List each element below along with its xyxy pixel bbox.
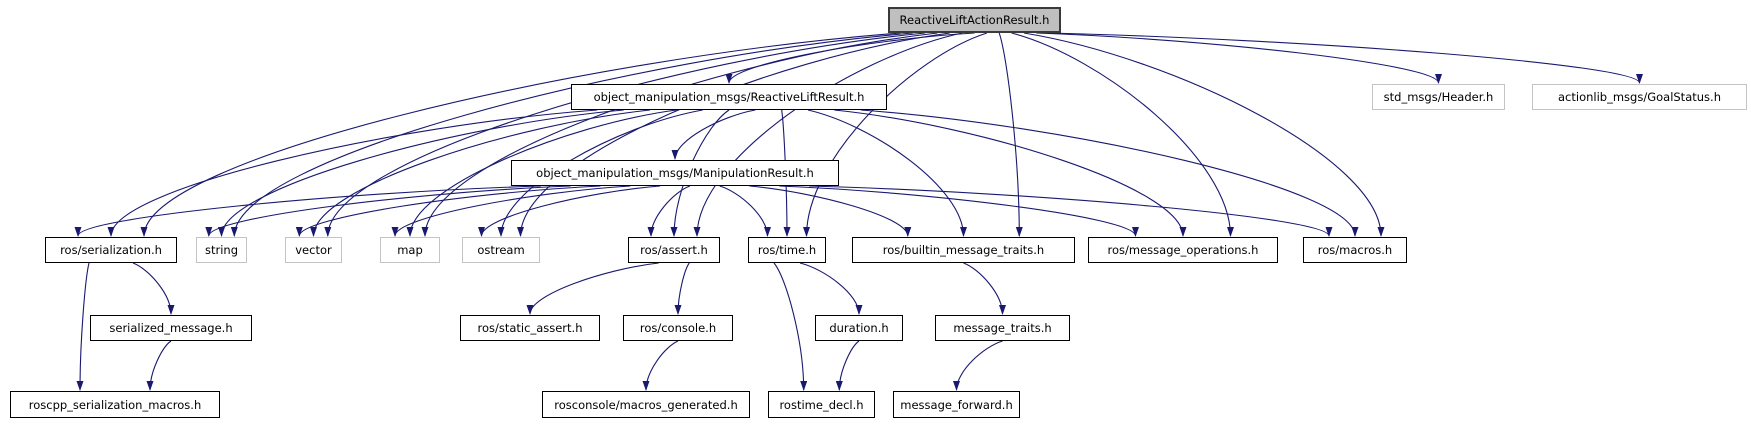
graph-node-map: map <box>380 237 440 263</box>
graph-node-ros-static-assert-h[interactable]: ros/static_assert.h <box>460 315 600 341</box>
include-edge-reactiveliftactionresult-h-to-ros-macros-h <box>1023 32 1385 237</box>
include-edge-object-manipulation-msgs-manipulationresult-h-to-ros-time-h <box>719 185 771 237</box>
graph-node-rostime-decl-h[interactable]: rostime_decl.h <box>768 391 875 418</box>
graph-node-ros-builtin-message-traits-h[interactable]: ros/builtin_message_traits.h <box>852 237 1075 263</box>
graph-node-actionlib-msgs-goalstatus-h: actionlib_msgs/GoalStatus.h <box>1532 84 1747 110</box>
include-edge-ros-serialization-h-to-roscpp-serialization-macros-h <box>76 262 90 391</box>
graph-node-ostream: ostream <box>462 237 540 263</box>
include-edge-message-traits-h-to-message-forward-h <box>953 340 1003 391</box>
graph-node-ros-message-operations-h[interactable]: ros/message_operations.h <box>1088 237 1278 263</box>
include-edge-ros-console-h-to-rosconsole-macros-generated-h <box>642 340 679 391</box>
include-edge-object-manipulation-msgs-reactiveliftresult-h-to-ros-serialization-h <box>107 109 598 237</box>
include-edge-ros-serialization-h-to-serialized-message-h <box>132 262 175 315</box>
graph-node-roscpp-serialization-macros-h[interactable]: roscpp_serialization_macros.h <box>10 391 220 418</box>
include-edge-object-manipulation-msgs-manipulationresult-h-to-ostream <box>478 185 661 237</box>
include-edge-ros-time-h-to-rostime-decl-h <box>773 262 808 391</box>
include-edge-object-manipulation-msgs-manipulationresult-h-to-vector <box>295 185 601 237</box>
include-edge-object-manipulation-msgs-reactiveliftresult-h-to-ros-macros-h <box>860 109 1359 237</box>
include-edge-object-manipulation-msgs-reactiveliftresult-h-to-ros-message-operations-h <box>834 109 1187 237</box>
graph-node-ros-macros-h[interactable]: ros/macros.h <box>1303 237 1407 263</box>
graph-node-string: string <box>196 237 247 263</box>
include-edge-object-manipulation-msgs-manipulationresult-h-to-ros-message-operations-h <box>779 185 1139 237</box>
include-edge-ros-builtin-message-traits-h-to-message-traits-h <box>963 262 1006 315</box>
include-edge-serialized-message-h-to-roscpp-serialization-macros-h <box>146 340 172 391</box>
include-edge-object-manipulation-msgs-manipulationresult-h-to-string <box>205 185 571 237</box>
include-edge-reactiveliftactionresult-h-to-ros-time-h <box>803 32 988 237</box>
include-edge-reactiveliftactionresult-h-to-vector <box>324 32 926 237</box>
include-edge-reactiveliftactionresult-h-to-string <box>230 32 913 237</box>
include-edge-reactiveliftactionresult-h-to-ros-assert-h <box>693 32 963 237</box>
include-edge-object-manipulation-msgs-manipulationresult-h-to-ros-serialization-h <box>74 185 541 237</box>
graph-node-object-manipulation-msgs-reactiveliftresult-h[interactable]: object_manipulation_msgs/ReactiveLiftRes… <box>571 84 887 110</box>
include-edge-object-manipulation-msgs-reactiveliftresult-h-to-map <box>406 109 677 237</box>
graph-node-message-forward-h[interactable]: message_forward.h <box>893 391 1020 418</box>
graph-node-std-msgs-header-h: std_msgs/Header.h <box>1372 84 1505 110</box>
graph-node-rosconsole-macros-generated-h[interactable]: rosconsole/macros_generated.h <box>542 391 750 418</box>
include-edge-reactiveliftactionresult-h-to-actionlib-msgs-goalstatus-h <box>1048 32 1643 84</box>
graph-node-ros-console-h[interactable]: ros/console.h <box>623 315 733 341</box>
include-edge-object-manipulation-msgs-manipulationresult-h-to-map <box>391 185 631 237</box>
graph-node-message-traits-h[interactable]: message_traits.h <box>935 315 1070 341</box>
include-edge-object-manipulation-msgs-reactiveliftresult-h-to-string <box>218 109 624 237</box>
include-edge-object-manipulation-msgs-manipulationresult-h-to-ros-builtin-message-traits-h <box>749 185 912 237</box>
include-edge-object-manipulation-msgs-reactiveliftresult-h-to-vector <box>310 109 651 237</box>
graph-node-ros-assert-h[interactable]: ros/assert.h <box>628 237 720 263</box>
include-edge-object-manipulation-msgs-reactiveliftresult-h-to-ros-builtin-message-traits-h <box>807 109 967 237</box>
graph-node-ros-time-h[interactable]: ros/time.h <box>748 237 826 263</box>
include-edge-ros-time-h-to-duration-h <box>799 262 863 315</box>
include-edge-reactiveliftactionresult-h-to-std-msgs-header-h <box>1036 32 1442 84</box>
graph-node-vector: vector <box>285 237 342 263</box>
graph-node-object-manipulation-msgs-manipulationresult-h[interactable]: object_manipulation_msgs/ManipulationRes… <box>511 160 839 186</box>
include-edge-reactiveliftactionresult-h-to-ros-serialization-h <box>140 32 901 237</box>
graph-node-reactiveliftactionresult-h: ReactiveLiftActionResult.h <box>888 7 1061 33</box>
include-edge-ros-assert-h-to-ros-static-assert-h <box>526 262 659 315</box>
include-edge-object-manipulation-msgs-manipulationresult-h-to-ros-macros-h <box>809 185 1333 237</box>
include-edge-reactiveliftactionresult-h-to-map <box>421 32 938 237</box>
include-edge-reactiveliftactionresult-h-to-ostream <box>517 32 950 237</box>
include-edge-ros-assert-h-to-ros-console-h <box>674 262 690 315</box>
graph-node-ros-serialization-h[interactable]: ros/serialization.h <box>45 237 177 263</box>
include-edge-duration-h-to-rostime-decl-h <box>835 340 860 391</box>
graph-node-serialized-message-h[interactable]: serialized_message.h <box>90 315 252 341</box>
graph-node-duration-h[interactable]: duration.h <box>815 315 903 341</box>
include-edge-reactiveliftactionresult-h-to-ros-message-operations-h <box>1011 32 1234 237</box>
include-edge-object-manipulation-msgs-reactiveliftresult-h-to-object-manipulation-msgs-manipulationresult-h <box>671 109 756 160</box>
include-edge-object-manipulation-msgs-manipulationresult-h-to-ros-assert-h <box>647 185 691 237</box>
